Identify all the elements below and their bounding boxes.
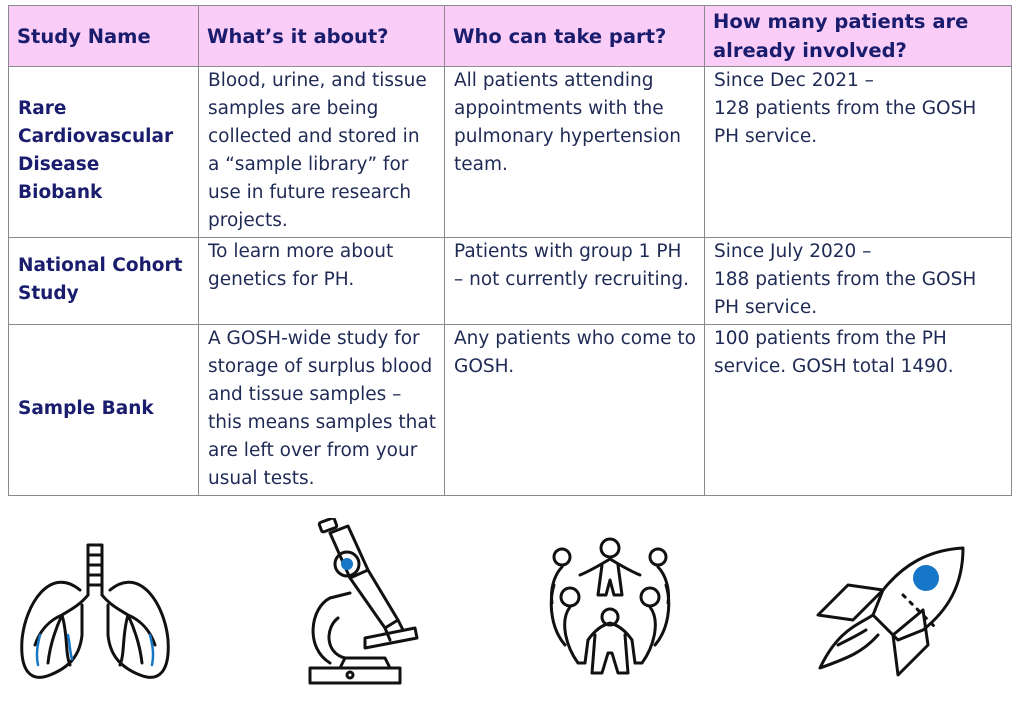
- study-about: To learn more about genetics for PH.: [198, 237, 445, 325]
- header-about: What’s it about?: [198, 5, 445, 67]
- header-study-name: Study Name: [8, 5, 199, 67]
- rocket-icon: [816, 546, 965, 677]
- table-header-row: Study Name What’s it about? Who can take…: [8, 5, 1012, 67]
- people-circle-icon: [549, 537, 671, 675]
- study-who: Patients with group 1 PH – not currently…: [444, 237, 705, 325]
- icon-row: [0, 500, 1024, 709]
- study-count-text: 100 patients from the PH service. GOSH t…: [714, 328, 954, 377]
- study-about: Blood, urine, and tissue samples are bei…: [198, 66, 445, 238]
- study-count: Since July 2020 – 188 patients from the …: [704, 237, 1012, 325]
- study-about: A GOSH-wide study for storage of surplus…: [198, 324, 445, 496]
- microscope-icon: [308, 518, 419, 685]
- study-count-text: Since July 2020 – 188 patients from the …: [714, 241, 977, 318]
- study-who: Any patients who come to GOSH.: [444, 324, 705, 496]
- header-count: How many patients are already involved?: [704, 5, 1012, 67]
- studies-table: Study Name What’s it about? Who can take…: [8, 5, 1012, 496]
- study-name: National Cohort Study: [8, 237, 199, 325]
- study-who: All patients attending appointments with…: [444, 66, 705, 238]
- study-name: Sample Bank: [8, 324, 199, 496]
- header-who: Who can take part?: [444, 5, 705, 67]
- table-row: National Cohort Study To learn more abou…: [8, 237, 1012, 325]
- study-name: Rare Cardiovascular Disease Biobank: [8, 66, 199, 238]
- table-row: Sample Bank A GOSH-wide study for storag…: [8, 324, 1012, 496]
- table-row: Rare Cardiovascular Disease Biobank Bloo…: [8, 66, 1012, 238]
- study-count-text: Since Dec 2021 – 128 patients from the G…: [714, 70, 977, 147]
- study-count: Since Dec 2021 – 128 patients from the G…: [704, 66, 1012, 238]
- study-count: 100 patients from the PH service. GOSH t…: [704, 324, 1012, 496]
- lungs-icon: [20, 543, 170, 679]
